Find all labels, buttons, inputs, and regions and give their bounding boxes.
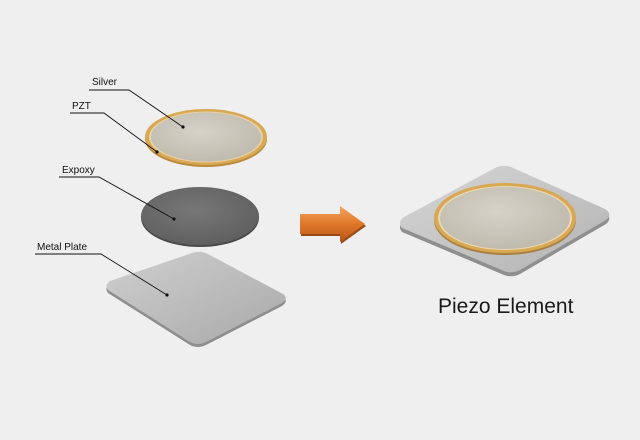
pzt-leader-dot — [155, 150, 159, 154]
epoxy-leader-line — [59, 176, 175, 220]
piezo-element-title: Piezo Element — [438, 295, 574, 318]
pzt-label: PZT — [72, 101, 91, 112]
right-arrow-icon — [300, 206, 366, 244]
metal-plate-label: Metal Plate — [37, 242, 88, 253]
assembled-piezo-element — [399, 165, 610, 277]
metal-leader-dot — [165, 293, 169, 297]
pzt-silver-layer — [145, 109, 267, 167]
silver-label: Silver — [92, 77, 118, 88]
silver-leader-dot — [181, 125, 185, 129]
pzt-leader-line — [70, 112, 158, 153]
silver-leader-line — [89, 89, 184, 128]
callout-lines — [35, 89, 185, 297]
epoxy-label: Expoxy — [62, 165, 95, 176]
metal-plate-layer — [106, 251, 286, 347]
epoxy-leader-dot — [172, 217, 176, 221]
epoxy-layer — [141, 187, 259, 247]
metal-leader-line — [35, 253, 168, 296]
